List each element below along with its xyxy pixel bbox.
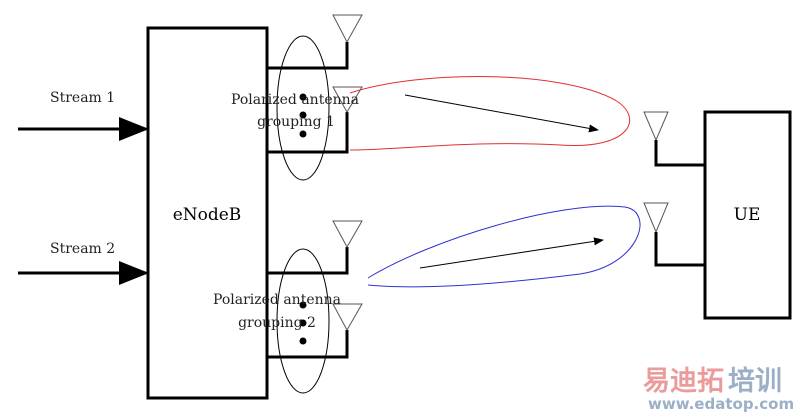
enodeb-box [146,26,269,400]
beam-1-lobe [349,76,631,151]
group-1-label-line1: Polarized antenna [231,92,359,108]
ue-box [703,110,792,320]
svg-text:www.edatop.com: www.edatop.com [648,395,794,413]
beam-1-arrow [404,94,599,133]
stream-2-label: Stream 2 [50,241,115,257]
enodeb-label: eNodeB [173,205,242,225]
svg-text:易迪拓: 易迪拓 [643,366,724,397]
group-2-label-line2: grouping 2 [238,315,316,331]
group-2-label-line1: Polarized antenna [213,292,341,308]
watermark-logo: 易迪拓 培训 www.edatop.com [643,366,794,413]
beam-2-arrow [419,237,604,269]
antenna-group-2 [267,220,363,394]
stream-1-label: Stream 1 [50,90,115,106]
ue-label: UE [734,205,761,225]
group-1-label-line2: grouping 1 [257,114,335,130]
svg-text:培训: 培训 [728,366,782,397]
antenna-group-1 [267,14,363,181]
ue-antennas [643,111,705,267]
beam-2-lobe [367,205,641,288]
